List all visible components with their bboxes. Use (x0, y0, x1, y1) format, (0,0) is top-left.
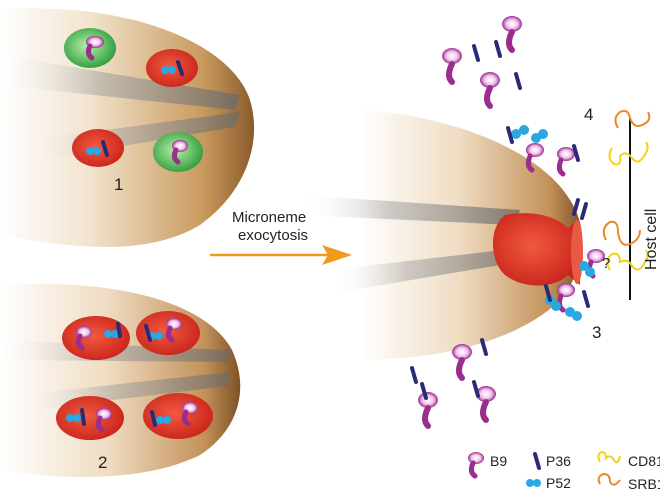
legend: B9 P36 P52 CD81 SRB1 (468, 450, 660, 492)
legend-b9-label: B9 (490, 453, 507, 469)
p52-protein-icon (150, 410, 171, 427)
stage-4-label: 4 (584, 105, 593, 124)
microneme-green (153, 132, 203, 172)
stage-2-label: 2 (98, 453, 107, 472)
b9-protein-icon (480, 72, 500, 109)
cd81-receptor-icon (608, 141, 649, 166)
legend-srb1-label: SRB1 (628, 476, 660, 492)
p52-protein-icon (161, 60, 184, 76)
surface-proteins-top (506, 125, 588, 220)
b9-protein-icon (452, 344, 472, 381)
p36-protein-icon (572, 198, 580, 216)
p52-protein-icon (104, 322, 122, 338)
p36-protein-icon (582, 290, 590, 308)
p36-protein-icon (410, 366, 418, 384)
b9-protein-icon (165, 318, 182, 343)
host-cell-label: Host cell (643, 209, 660, 270)
legend-p52-label: P52 (546, 475, 571, 491)
b9-protein-icon (95, 408, 112, 433)
p36-protein-icon (472, 380, 480, 398)
legend-cd81: CD81 (597, 450, 660, 469)
legend-p36-label: P36 (546, 453, 571, 469)
p36-protein-icon (420, 382, 428, 400)
p52-protein-icon (66, 408, 86, 426)
p52-protein-icon (565, 307, 582, 321)
p36-protein-icon (506, 126, 514, 144)
cd81-receptor-icon (606, 249, 649, 271)
b9-protein-icon (476, 386, 496, 423)
b9-protein-icon (75, 326, 92, 351)
host-cell-membrane: Host cell ? (602, 109, 660, 300)
legend-p36: P36 (533, 452, 571, 470)
p36-protein-icon (472, 44, 480, 62)
arrow-label-line1: Microneme (232, 209, 306, 226)
p52-protein-icon (86, 140, 109, 157)
srb1-receptor-icon (602, 220, 641, 246)
stage-1-label: 1 (114, 175, 123, 194)
surface-proteins-bottom (544, 249, 605, 321)
b9-protein-icon (418, 392, 438, 429)
srb1-receptor-icon (614, 109, 651, 129)
released-proteins-top (442, 16, 522, 109)
b9-protein-icon (556, 147, 575, 177)
b9-protein-icon (442, 48, 462, 85)
microneme-red (56, 396, 124, 440)
question-mark: ? (602, 255, 610, 272)
secreting-microneme (492, 213, 580, 286)
p36-protein-icon (572, 144, 580, 162)
stage-3-label: 3 (592, 323, 601, 342)
p36-protein-icon (544, 284, 552, 302)
p52-protein-icon (531, 129, 548, 143)
legend-srb1: SRB1 (597, 472, 660, 492)
p52-protein-icon (579, 261, 595, 277)
b9-protein-icon (171, 140, 188, 165)
legend-b9: B9 (468, 452, 507, 479)
p36-protein-icon (480, 338, 488, 356)
exocytosis-arrow: Microneme exocytosis (210, 209, 352, 265)
parasite-stage-1: 1 (0, 8, 255, 247)
arrow-label-line2: exocytosis (238, 227, 308, 244)
p36-protein-icon (580, 202, 588, 220)
legend-p52: P52 (526, 475, 571, 491)
parasite-stage-2: 2 (0, 283, 241, 478)
b9-protein-icon (181, 402, 198, 427)
p36-protein-icon (144, 324, 152, 342)
microneme-red (62, 316, 130, 360)
p36-protein-icon (514, 72, 522, 90)
p36-protein-icon (494, 40, 502, 58)
b9-protein-icon (525, 143, 544, 173)
legend-cd81-label: CD81 (628, 453, 660, 469)
p52-protein-icon (511, 125, 529, 139)
released-proteins-bottom (410, 338, 496, 429)
b9-protein-icon (85, 36, 104, 61)
b9-protein-icon (502, 16, 522, 53)
